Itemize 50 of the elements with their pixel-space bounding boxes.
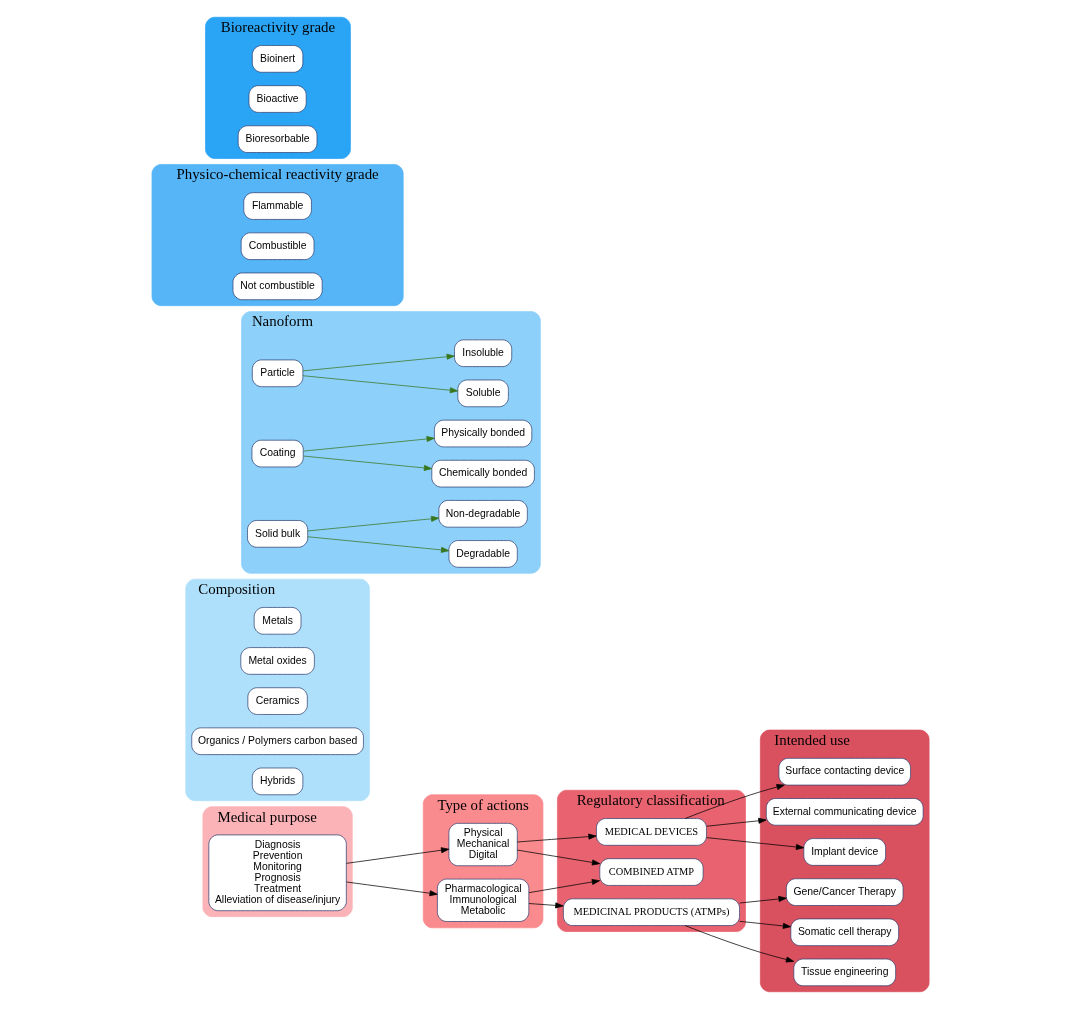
node-box: Bioinert <box>251 45 304 73</box>
node-box: Bioactive <box>248 85 307 113</box>
arrow <box>528 902 564 909</box>
node-box: Not combustible <box>232 272 323 301</box>
node-box: Ceramics <box>247 687 308 715</box>
arrow <box>517 849 601 866</box>
node-box: Flammable <box>243 192 312 220</box>
arrow <box>303 455 433 471</box>
node-box: Combustible <box>240 232 315 260</box>
arrow <box>307 515 440 532</box>
node-box: MEDICAL DEVICES <box>596 818 707 846</box>
arrow <box>517 833 597 843</box>
node-box: MEDICINAL PRODUCTS (ATMPs) <box>563 898 740 926</box>
node-box: Coating <box>251 439 304 468</box>
node-box: Bioresorbable <box>237 125 318 153</box>
arrow <box>684 784 785 819</box>
arrow <box>739 896 787 904</box>
node-box: Organics / Polymers carbon based <box>191 727 364 755</box>
arrow <box>303 436 435 452</box>
node-box: Hybrids <box>251 767 304 796</box>
arrow <box>302 353 455 372</box>
node-box: Metal oxides <box>240 647 315 675</box>
node-box: Solid bulk <box>247 520 309 548</box>
node-box: Tissue engineering <box>793 958 896 987</box>
node-box: Somatic cell therapy <box>790 918 899 946</box>
node-box: Insoluble <box>454 339 513 367</box>
arrow <box>307 536 450 553</box>
node-box: Pharmacological Immunological Metabolic <box>437 878 530 922</box>
node-box: Diagnosis Prevention Monitoring Prognosis Treatment Alleviation of disease/injury <box>208 834 347 912</box>
node-box: COMBINED ATMP <box>599 858 704 886</box>
arrow <box>302 375 459 394</box>
node-box: External communicating device <box>765 798 924 826</box>
node-box: Particle <box>251 359 304 388</box>
node-box: Degradable <box>448 540 518 568</box>
arrow <box>684 925 795 963</box>
node-box: Chemically bonded <box>431 459 535 488</box>
arrow <box>706 817 767 827</box>
arrow <box>346 847 450 864</box>
node-box: Physical Mechanical Digital <box>448 823 518 867</box>
node-box: Implant device <box>803 838 886 866</box>
node-box: Gene/Cancer Therapy <box>786 878 904 906</box>
node-box: Physically bonded <box>434 419 533 448</box>
arrow <box>346 881 438 897</box>
node-box: Soluble <box>457 379 509 408</box>
node-box: Surface contacting device <box>778 757 911 786</box>
arrow <box>739 920 791 929</box>
arrow <box>528 879 600 894</box>
arrow <box>706 837 805 850</box>
node-box: Non-degradable <box>438 500 528 528</box>
node-box: Metals <box>253 607 302 635</box>
